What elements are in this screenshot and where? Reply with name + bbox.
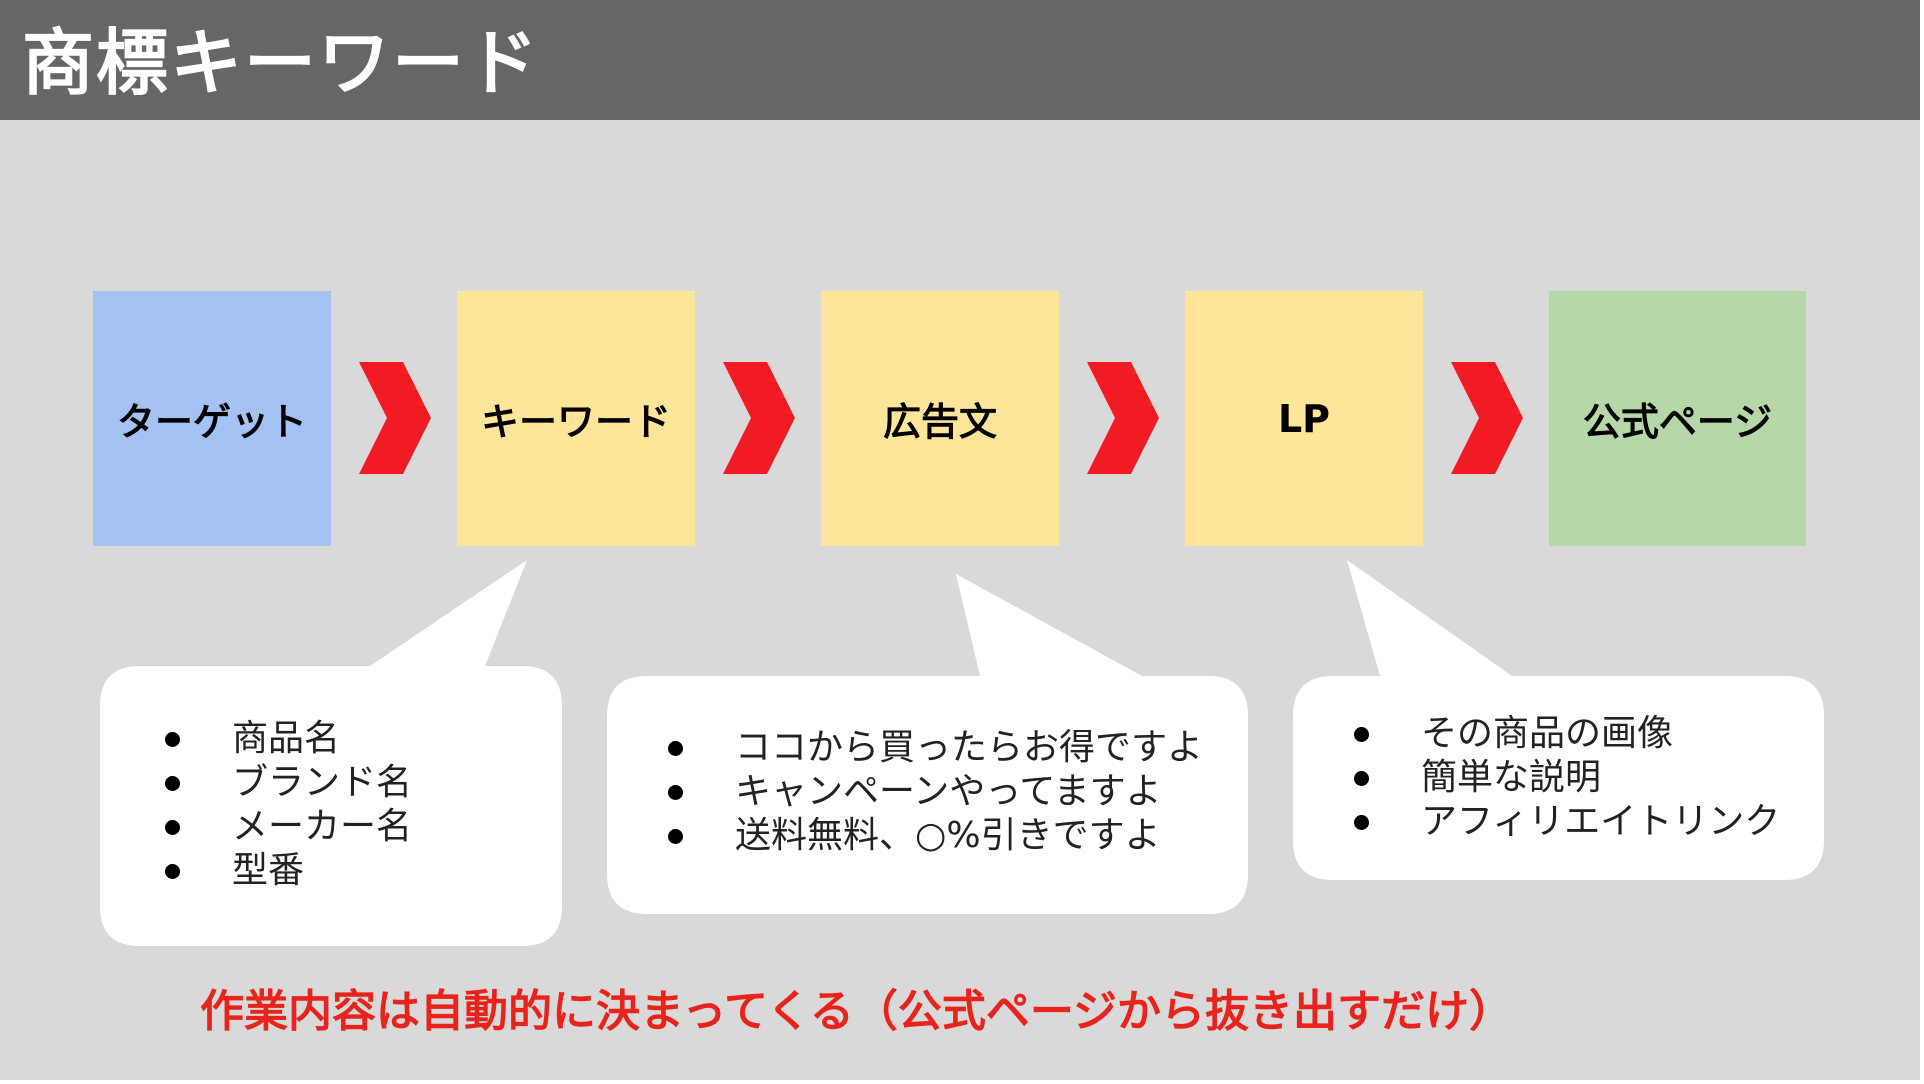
summary-note: 作業内容は自動的に決まってくる（公式ページから抜き出すだけ） <box>200 986 1513 1037</box>
callout-bubble-keyword <box>100 560 562 946</box>
list-item: 送料無料、○%引きですよ <box>663 814 1203 858</box>
list-item: 型番 <box>160 849 412 893</box>
list-item: キャンペーンやってますよ <box>663 770 1203 814</box>
callout-list-lp: その商品の画像 簡単な説明 アフィリエイトリンク <box>1349 712 1780 844</box>
step-official-page-label: 公式ページ <box>1582 400 1773 444</box>
step-keyword-label: キーワード <box>480 400 671 444</box>
list-item: アフィリエイトリンク <box>1349 800 1780 844</box>
step-keyword-box: キーワード <box>457 291 695 546</box>
chevron-arrow-icon <box>1451 362 1523 474</box>
step-ad-copy-label: 広告文 <box>882 400 997 444</box>
callout-bubble-lp <box>1293 560 1824 880</box>
list-item: その商品の画像 <box>1349 712 1780 756</box>
step-lp-label: LP <box>1277 396 1331 441</box>
list-item: ブランド名 <box>160 761 412 805</box>
list-item: 商品名 <box>160 717 412 761</box>
list-item: ココから買ったらお得ですよ <box>663 726 1203 770</box>
step-ad-copy-box: 広告文 <box>821 291 1059 546</box>
bottom-border <box>0 1080 1924 1084</box>
chevron-arrow-icon <box>359 362 431 474</box>
step-lp-box: LP <box>1185 291 1423 546</box>
step-target-label: ターゲット <box>116 400 307 444</box>
list-item: メーカー名 <box>160 805 412 849</box>
step-target-box: ターゲット <box>93 291 331 546</box>
chevron-arrow-icon <box>723 362 795 474</box>
callout-bubble-ad-copy <box>607 574 1248 914</box>
step-official-page-box: 公式ページ <box>1549 291 1806 546</box>
callout-list-ad-copy: ココから買ったらお得ですよ キャンペーンやってますよ 送料無料、○%引きですよ <box>663 726 1203 858</box>
callout-list-keyword: 商品名 ブランド名 メーカー名 型番 <box>160 717 412 893</box>
list-item: 簡単な説明 <box>1349 756 1780 800</box>
chevron-arrow-icon <box>1087 362 1159 474</box>
title-bar: 商標キーワード <box>0 0 1920 120</box>
page-title: 商標キーワード <box>22 21 541 105</box>
